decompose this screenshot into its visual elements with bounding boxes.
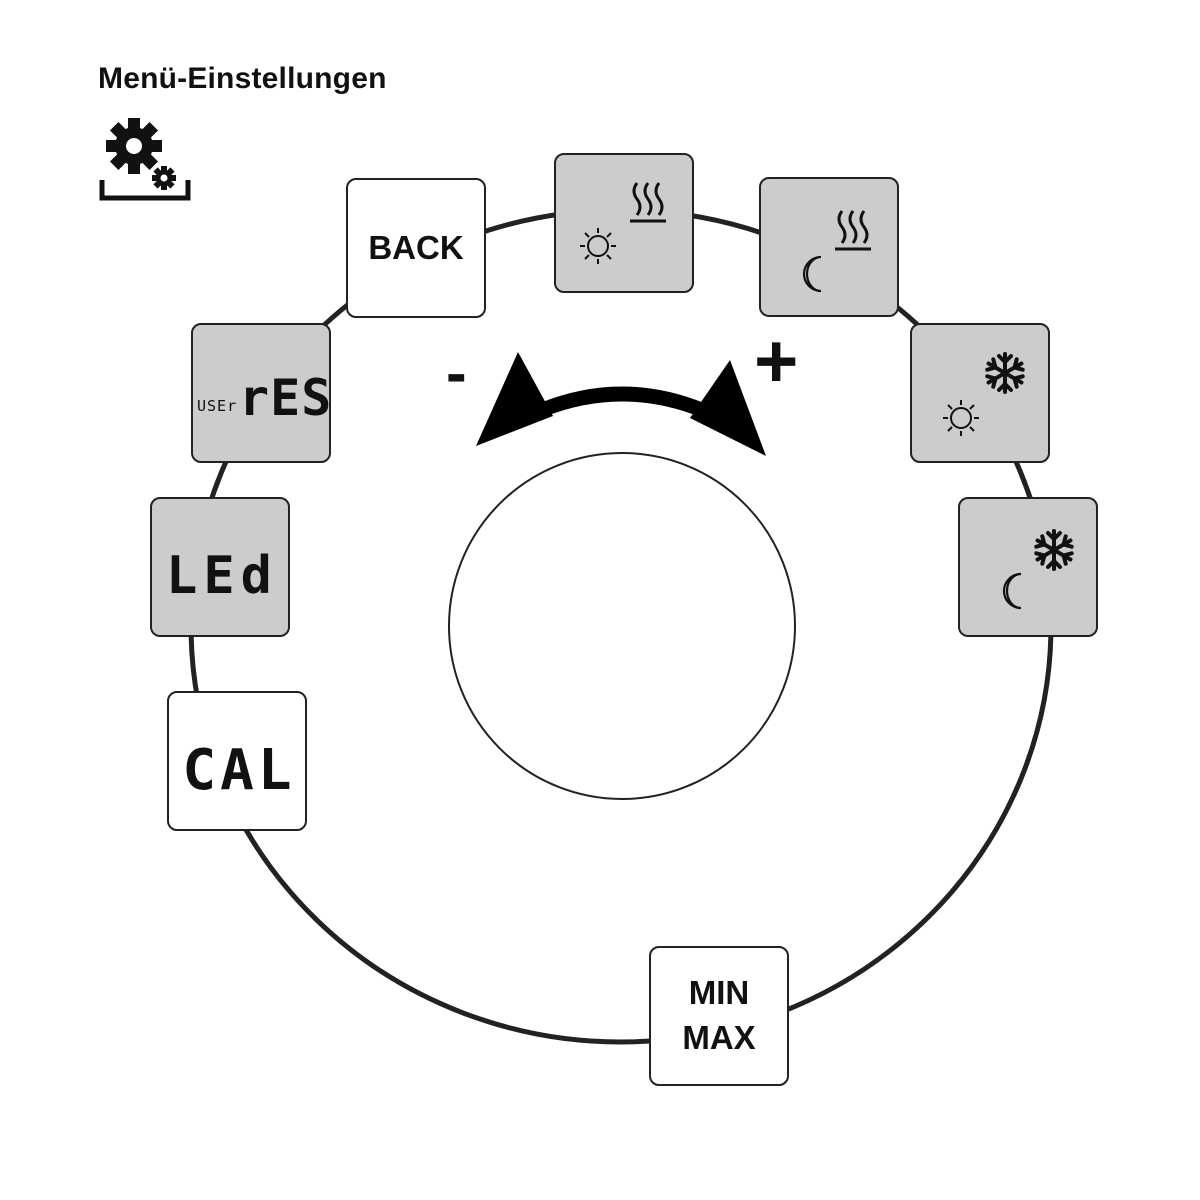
back-button[interactable]: BACK (346, 178, 486, 318)
led-display: LEd (166, 546, 278, 606)
max-label: MAX (682, 1019, 756, 1056)
user-reset-button[interactable]: USEr rES (191, 323, 331, 463)
plus-label: + (754, 319, 799, 404)
minus-label: - (446, 339, 467, 408)
settings-gears-icon (99, 118, 191, 201)
led-display-text: LEd (166, 546, 278, 606)
rotary-knob[interactable] (448, 452, 796, 800)
moon-heating-icon (802, 210, 871, 293)
moon-frost-tile[interactable] (958, 497, 1098, 637)
sun-heating-icon (580, 182, 666, 264)
sun-frost-tile[interactable] (910, 323, 1050, 463)
rotate-arrow-icon (476, 352, 766, 456)
cal-display: CAL (182, 738, 295, 803)
moon-snowflake-icon (1002, 529, 1074, 610)
user-display-text: USEr (197, 397, 237, 415)
sun-snowflake-icon (943, 352, 1025, 436)
cal-display-text: CAL (182, 738, 295, 803)
min-max-label: MIN MAX (651, 948, 787, 1084)
moon-heating-tile[interactable] (759, 177, 899, 317)
sun-heating-tile[interactable] (554, 153, 694, 293)
led-button[interactable]: LEd (150, 497, 290, 637)
res-display-text: rES (239, 369, 332, 427)
cal-button[interactable]: CAL (167, 691, 307, 831)
min-max-button[interactable]: MIN MAX (649, 946, 789, 1086)
back-label: BACK (368, 229, 464, 266)
user-reset-display: USEr rES (197, 369, 332, 427)
page-title: Menü-Einstellungen (98, 62, 387, 95)
min-label: MIN (688, 974, 750, 1012)
